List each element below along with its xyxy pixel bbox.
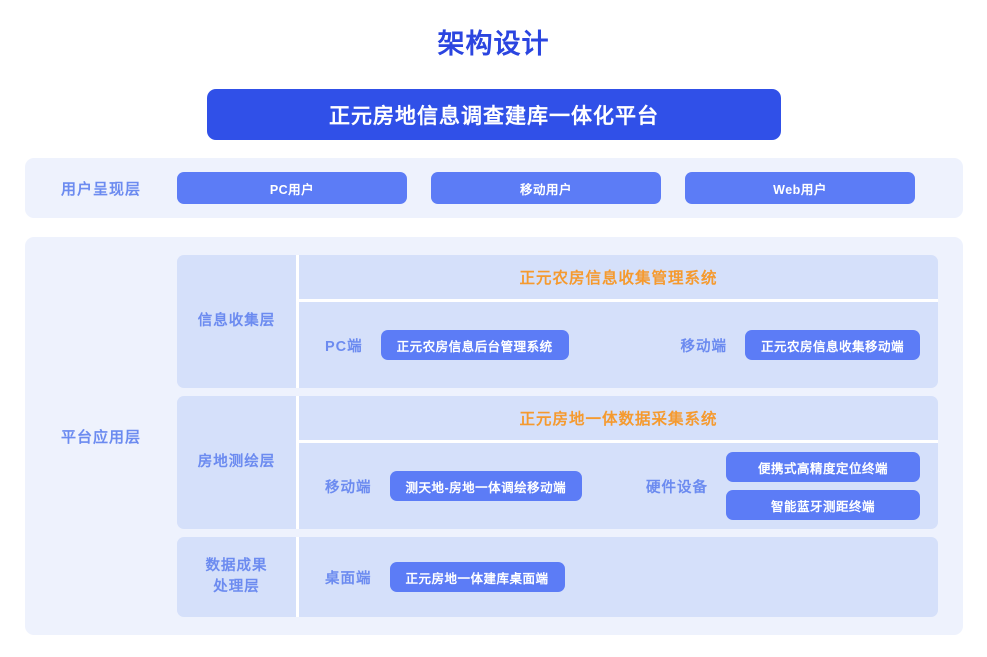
sublayer-label-info-collection: 信息收集层: [177, 255, 299, 388]
block-body-survey-mapping: 正元房地一体数据采集系统 移动端 测天地-房地一体调绘移动端 硬件设备 便携式高…: [299, 396, 938, 529]
user-buttons-group: PC用户 移动用户 Web用户: [177, 172, 963, 204]
app-pill-nongfang-mobile[interactable]: 正元农房信息收集移动端: [744, 330, 920, 360]
app-pill-nongfang-backend[interactable]: 正元农房信息后台管理系统: [380, 330, 569, 360]
app-layer-label: 平台应用层: [60, 428, 141, 446]
group-mobile-info-collection: 移动端 正元农房信息收集移动端: [680, 330, 920, 360]
platform-application-layer-panel: 平台应用层 信息收集层 正元农房信息收集管理系统 PC端 正元农房信息后台管理系…: [25, 237, 963, 635]
app-pill-desktop-database[interactable]: 正元房地一体建库桌面端: [389, 562, 565, 592]
user-layer-label: 用户呈现层: [60, 180, 141, 198]
app-pill-cetiandi-mobile[interactable]: 测天地-房地一体调绘移动端: [389, 471, 583, 501]
app-pill-positioning-terminal[interactable]: 便携式高精度定位终端: [726, 452, 920, 482]
slot-label-desktop: 桌面端: [325, 570, 372, 587]
app-pill-bluetooth-rangefinder[interactable]: 智能蓝牙测距终端: [726, 490, 920, 520]
group-hardware-devices: 硬件设备 便携式高精度定位终端 智能蓝牙测距终端: [646, 452, 920, 520]
group-mobile-survey: 移动端 测天地-房地一体调绘移动端: [325, 471, 583, 501]
user-button-mobile[interactable]: 移动用户: [431, 172, 661, 204]
slot-label-pc: PC端: [325, 338, 363, 355]
slot-label-hardware: 硬件设备: [646, 479, 708, 496]
user-presentation-layer-panel: 用户呈现层 PC用户 移动用户 Web用户: [25, 158, 963, 218]
slot-label-mobile-survey: 移动端: [325, 479, 372, 496]
platform-title-bar: 正元房地信息调查建库一体化平台: [207, 89, 781, 140]
app-layer-blocks: 信息收集层 正元农房信息收集管理系统 PC端 正元农房信息后台管理系统 移动端 …: [177, 255, 963, 617]
system-row-info-collection: PC端 正元农房信息后台管理系统 移动端 正元农房信息收集移动端: [299, 302, 938, 388]
block-survey-mapping: 房地测绘层 正元房地一体数据采集系统 移动端 测天地-房地一体调绘移动端 硬件设…: [177, 396, 938, 529]
group-pc-info-collection: PC端 正元农房信息后台管理系统: [325, 330, 569, 360]
system-row-data-processing: 桌面端 正元房地一体建库桌面端: [299, 537, 938, 617]
hardware-pill-stack: 便携式高精度定位终端 智能蓝牙测距终端: [726, 452, 920, 520]
user-button-web[interactable]: Web用户: [685, 172, 915, 204]
system-title-info-collection: 正元农房信息收集管理系统: [299, 255, 938, 302]
system-title-survey-mapping: 正元房地一体数据采集系统: [299, 396, 938, 443]
page-title: 架构设计: [437, 29, 550, 59]
block-body-data-processing: 桌面端 正元房地一体建库桌面端: [299, 537, 938, 617]
slot-label-mobile-collection: 移动端: [680, 338, 727, 355]
user-button-pc[interactable]: PC用户: [177, 172, 407, 204]
block-info-collection: 信息收集层 正元农房信息收集管理系统 PC端 正元农房信息后台管理系统 移动端 …: [177, 255, 938, 388]
sublayer-label-survey-mapping: 房地测绘层: [177, 396, 299, 529]
block-body-info-collection: 正元农房信息收集管理系统 PC端 正元农房信息后台管理系统 移动端 正元农房信息…: [299, 255, 938, 388]
block-data-processing: 数据成果处理层 桌面端 正元房地一体建库桌面端: [177, 537, 938, 617]
sublayer-label-data-processing: 数据成果处理层: [177, 537, 299, 617]
system-row-survey-mapping: 移动端 测天地-房地一体调绘移动端 硬件设备 便携式高精度定位终端 智能蓝牙测距…: [299, 443, 938, 529]
group-desktop: 桌面端 正元房地一体建库桌面端: [325, 562, 565, 592]
